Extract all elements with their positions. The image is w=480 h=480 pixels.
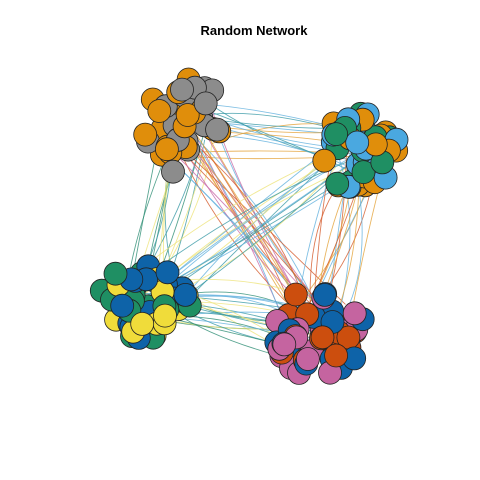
network-edge-top-right-bottom-left [172,166,337,295]
network-node-bottom-right [272,332,297,357]
network-edge-top-left-top-right [196,106,358,176]
network-node-bottom-left [110,293,135,318]
network-node-top-left [154,137,179,162]
network-node-top-right [312,148,337,173]
network-node-top-right [345,130,370,155]
network-node-top-left [205,117,230,142]
network-node-top-left [170,77,194,102]
network-node-top-left [175,103,200,127]
network-node-top-left [147,99,172,123]
network-node-top-right [324,122,349,147]
chart-title: Random Network [201,23,309,38]
network-node-bottom-right [310,325,335,350]
network-node-bottom-left [130,311,155,336]
network-node-bottom-right [312,282,337,307]
network-node-bottom-right [283,282,308,307]
network-node-top-left [133,122,158,147]
network-node-top-left [193,91,218,116]
network-node-top-right [325,171,350,196]
network-node-top-left [161,159,185,184]
network-edge-top-left-bottom-left [161,135,213,277]
node-layer [89,67,409,385]
network-node-bottom-left [153,303,177,328]
network-node-bottom-left [103,261,128,286]
network-node-bottom-right [324,343,349,368]
network-node-bottom-left [155,260,180,285]
network-node-bottom-right [342,301,367,326]
network-node-bottom-right [295,347,320,371]
network-edge-top-left-top-right [209,103,361,161]
network-node-bottom-left [173,282,198,307]
network-node-top-right [351,160,376,185]
